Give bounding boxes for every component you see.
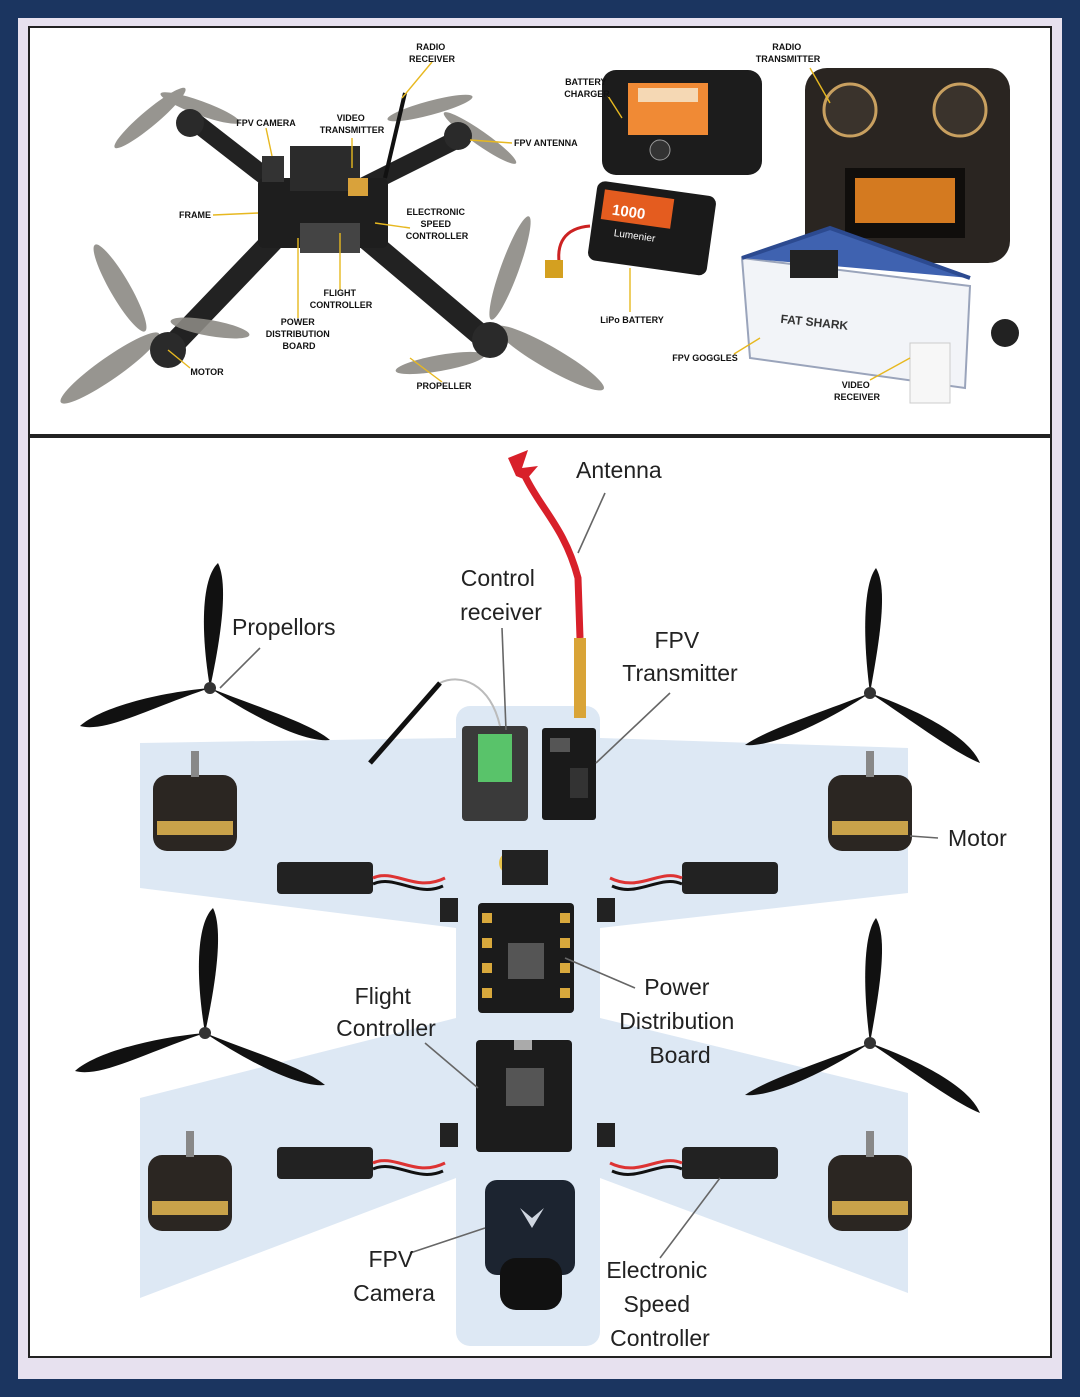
propeller-icons [75, 563, 980, 1113]
drone-photo-panel: 1000 Lumenier FAT SHARK [28, 26, 1052, 436]
label-line: FRAME [179, 210, 211, 220]
flight-controller-icon [476, 1040, 572, 1152]
label-fpv-camera: FPV CAMERA [236, 118, 296, 128]
label-power-distribution-board: Power Distribution Board [619, 974, 740, 1068]
label-fpv-antenna: FPV ANTENNA [514, 138, 578, 148]
label-line: MOTOR [190, 367, 224, 377]
label-power-distribution-board: POWER DISTRIBUTION BOARD [266, 317, 333, 351]
label-line: Controller [336, 1015, 436, 1041]
label-line: Speed [624, 1291, 691, 1317]
label-video-transmitter: VIDEO TRANSMITTER [320, 113, 385, 135]
label-motor: MOTOR [190, 367, 224, 377]
label-line: Controller [610, 1325, 710, 1351]
label-line: BOARD [283, 341, 316, 351]
top-leader-lines [167, 61, 911, 383]
label-line: Control [461, 565, 535, 591]
label-propellors: Propellors [232, 614, 336, 640]
drone-motors [150, 109, 508, 368]
lipo-battery-device: 1000 Lumenier [545, 181, 716, 278]
label-line: VIDEO [337, 113, 365, 123]
label-line: FLIGHT [323, 288, 356, 298]
label-line: CHARGER [564, 89, 610, 99]
label-line: Board [649, 1042, 710, 1068]
label-motor: Motor [948, 825, 1007, 851]
bottom-component-labels: Antenna Control receiver FPV Transmitter… [232, 457, 1007, 1351]
label-line: Motor [948, 825, 1007, 851]
label-line: RECEIVER [409, 54, 456, 64]
label-line: receiver [460, 599, 542, 625]
label-line: Camera [353, 1280, 435, 1306]
antenna-icon [508, 450, 586, 718]
label-frame: FRAME [179, 210, 211, 220]
drone-components-diagram-panel: Antenna Control receiver FPV Transmitter… [28, 436, 1052, 1358]
label-radio-transmitter: RADIO TRANSMITTER [756, 42, 821, 64]
label-line: TRANSMITTER [756, 54, 821, 64]
label-line: POWER [281, 317, 316, 327]
drone-body [258, 92, 407, 253]
label-line: Antenna [576, 457, 662, 483]
power-distribution-board-icon [478, 850, 574, 1013]
top-component-labels: RADIO RECEIVER FPV CAMERA VIDEO TRANSMIT… [179, 42, 881, 402]
label-flight-controller: FLIGHT CONTROLLER [310, 288, 373, 310]
bottom-leader-lines [219, 492, 939, 1259]
battery-capacity-text: 1000 [611, 202, 646, 223]
control-receiver-icon [368, 678, 528, 821]
drone-propellers [60, 87, 604, 404]
motor-icons [148, 751, 912, 1231]
label-line: Distribution [619, 1008, 734, 1034]
label-line: Electronic [606, 1257, 707, 1283]
label-line: FPV CAMERA [236, 118, 296, 128]
label-line: VIDEO [842, 380, 870, 390]
label-line: FPV [368, 1246, 413, 1272]
esc-icons [277, 862, 778, 1179]
label-line: SPEED [420, 219, 451, 229]
label-fpv-transmitter: FPV Transmitter [622, 627, 738, 686]
fpv-transmitter-icon [542, 728, 596, 820]
label-line: TRANSMITTER [320, 125, 385, 135]
label-line: PROPELLER [416, 381, 472, 391]
label-battery-charger: BATTERY CHARGER [564, 77, 610, 99]
label-fpv-camera: FPV Camera [353, 1246, 435, 1306]
label-line: FPV GOGGLES [672, 353, 738, 363]
label-line: FPV [654, 627, 699, 653]
label-fpv-goggles: FPV GOGGLES [672, 353, 738, 363]
label-line: Power [644, 974, 710, 1000]
label-propeller: PROPELLER [416, 381, 472, 391]
label-line: Flight [355, 983, 412, 1009]
label-line: RECEIVER [834, 392, 881, 402]
label-lipo-battery: LiPo BATTERY [600, 315, 664, 325]
label-line: DISTRIBUTION [266, 329, 330, 339]
battery-charger-device [602, 70, 762, 175]
label-line: RADIO [772, 42, 801, 52]
label-antenna: Antenna [576, 457, 662, 483]
label-line: FPV ANTENNA [514, 138, 578, 148]
label-line: Propellors [232, 614, 336, 640]
label-line: CONTROLLER [310, 300, 373, 310]
drone-photo-illustration: 1000 Lumenier FAT SHARK [60, 42, 1019, 404]
label-line: LiPo BATTERY [600, 315, 664, 325]
label-line: CONTROLLER [406, 231, 469, 241]
label-line: Transmitter [622, 660, 738, 686]
label-esc: ELECTRONIC SPEED CONTROLLER [406, 207, 469, 241]
label-esc: Electronic Speed Controller [606, 1257, 713, 1351]
label-line: BATTERY [565, 77, 606, 87]
label-control-receiver: Control receiver [460, 565, 542, 625]
label-line: RADIO [416, 42, 445, 52]
fpv-camera-icon [485, 1180, 575, 1310]
label-line: ELECTRONIC [406, 207, 465, 217]
label-flight-controller: Flight Controller [336, 983, 436, 1041]
radio-transmitter-device [805, 68, 1010, 263]
drone-components-diagram: Antenna Control receiver FPV Transmitter… [75, 450, 1007, 1351]
label-video-receiver: VIDEO RECEIVER [834, 380, 881, 402]
fpv-goggles-device: FAT SHARK [740, 225, 1019, 404]
label-radio-receiver: RADIO RECEIVER [409, 42, 456, 64]
